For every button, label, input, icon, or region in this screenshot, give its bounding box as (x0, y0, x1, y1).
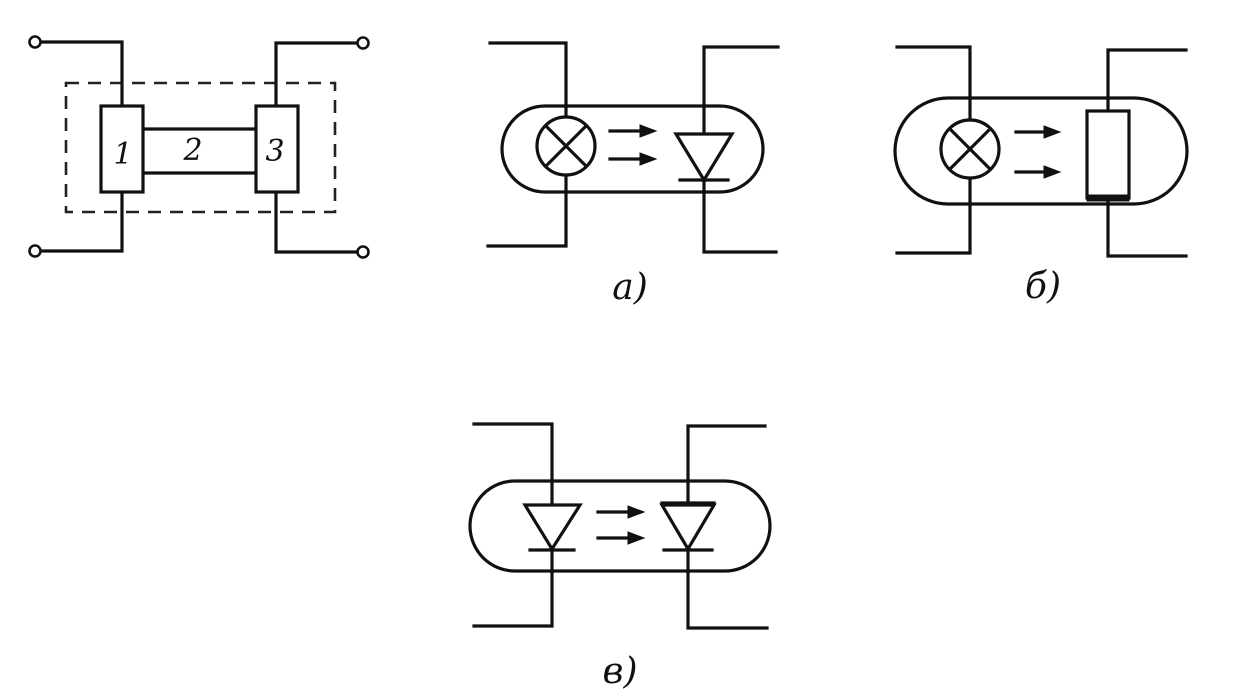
photodiode-icon (659, 503, 717, 553)
input-wire-bottom (39, 190, 124, 253)
lamp-wire-bottom (895, 176, 972, 255)
package-outline (468, 479, 772, 573)
output-wire-top (274, 41, 359, 108)
light-arrows-icon (1014, 125, 1062, 179)
package-outline (500, 104, 765, 194)
output-wire-bottom (274, 190, 359, 254)
general-optocoupler-scheme: 1 2 3 (28, 35, 370, 259)
input-terminal-bottom (28, 244, 42, 258)
enclosure-dashed-outline (64, 81, 337, 214)
package-outline (893, 96, 1189, 206)
input-terminal-top (28, 35, 42, 49)
lamp-wire-top (895, 45, 972, 122)
emitter-block (99, 104, 145, 194)
photodiode-icon (673, 132, 735, 184)
input-wire-top (39, 40, 124, 108)
light-arrows-icon (596, 505, 646, 545)
caption-b: б) (1025, 266, 1061, 307)
lamp-wire-bottom (486, 174, 568, 248)
lamp-cross-2 (947, 126, 993, 172)
photoresistor-icon (1085, 109, 1131, 200)
photoresistor-base (1086, 194, 1130, 202)
output-terminal-bottom (356, 245, 370, 259)
optocoupler-lamp-photodiode: а) (486, 41, 780, 308)
output-terminal-top (356, 36, 370, 50)
optocoupler-lamp-photoresistor: б) (893, 45, 1189, 307)
block-label-2: 2 (182, 133, 202, 168)
photoresistor-wire-bottom (1106, 196, 1188, 258)
photoresistor-wire-top (1106, 48, 1188, 113)
block-label-3: 3 (265, 134, 284, 169)
led-icon (522, 503, 583, 553)
caption-v: в) (603, 651, 638, 692)
caption-a: а) (612, 267, 648, 308)
receiver-block (254, 104, 300, 194)
lamp-wire-top (488, 41, 568, 118)
optocoupler-led-photodiode: в) (468, 422, 772, 692)
light-arrows-icon (608, 124, 658, 166)
lamp-cross-2 (543, 123, 589, 169)
block-label-1: 1 (113, 137, 132, 172)
